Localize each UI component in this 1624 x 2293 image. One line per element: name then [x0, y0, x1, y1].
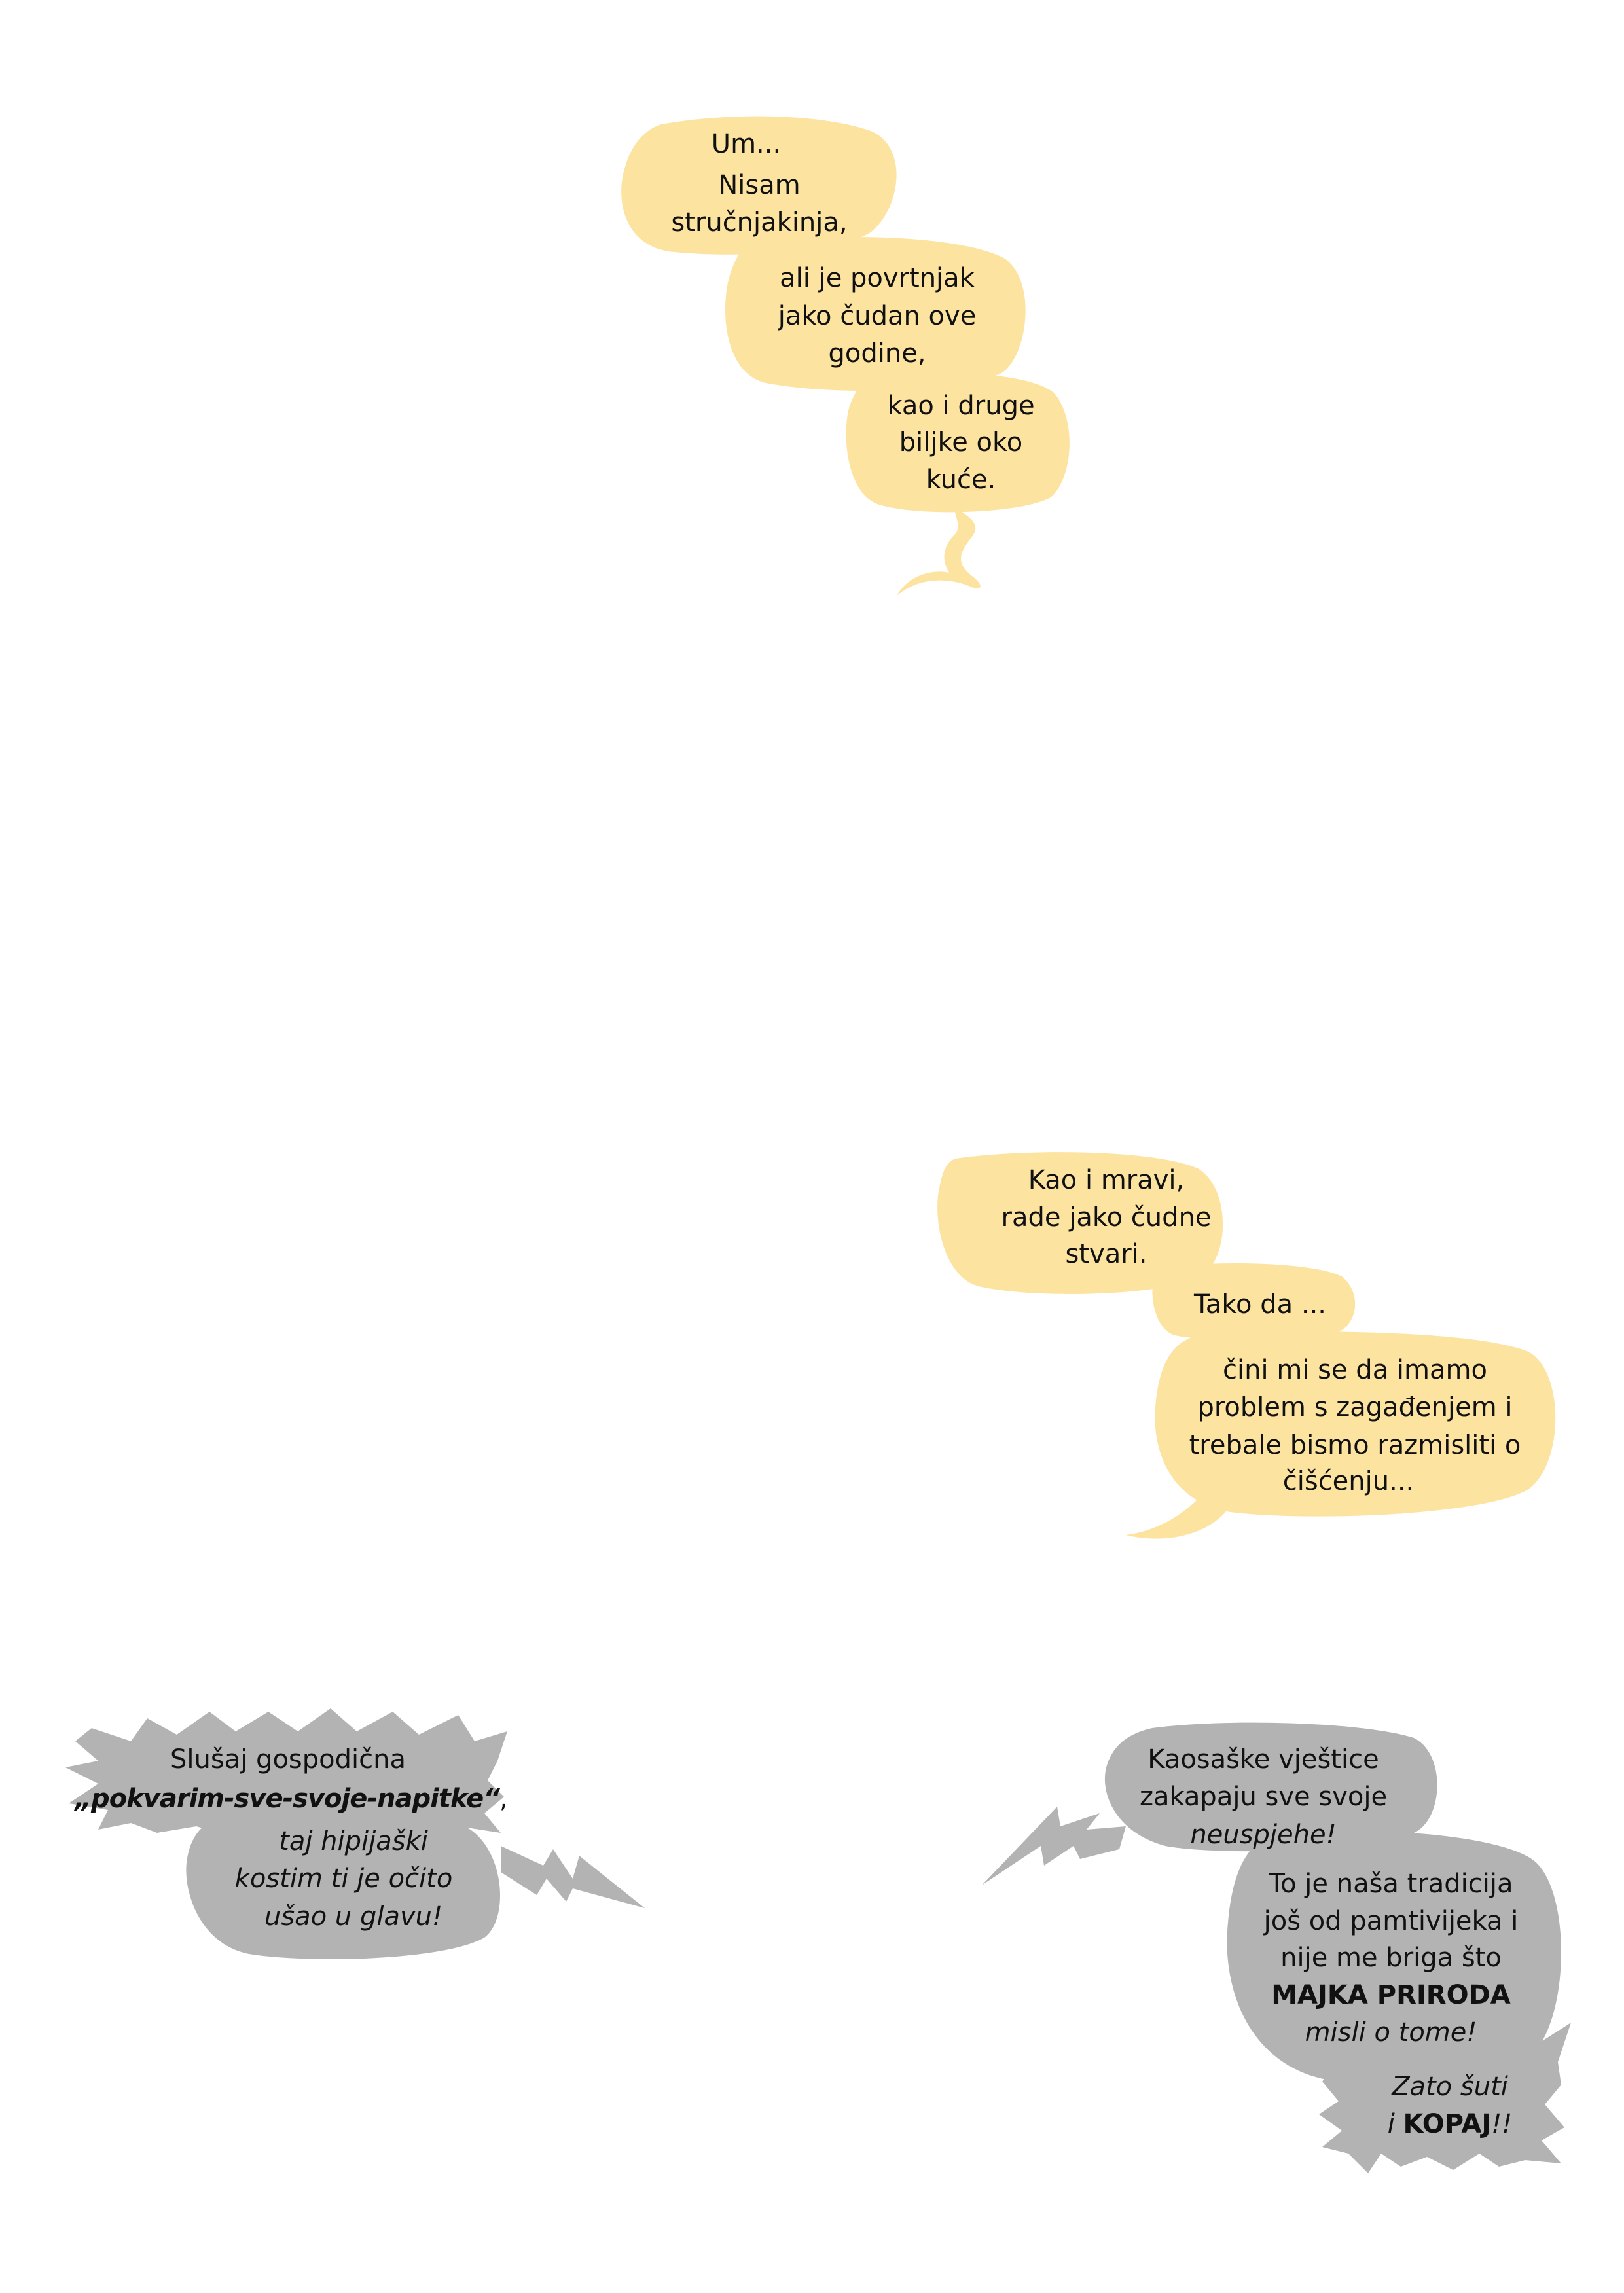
bubble-4c-line-2: i KOPAJ!! — [1388, 2106, 1513, 2142]
bubble-4a-line-1: Kaosaške vještice — [1147, 1744, 1379, 1775]
bubble-2a-shape — [937, 1152, 1223, 1294]
bubble-4b-line-5: misli o tome! — [1305, 2017, 1477, 2048]
bubble-2-tail — [1126, 1499, 1231, 1539]
bubble-2c-line-4: čišćenju... — [1282, 1466, 1415, 1496]
bubble-4b-line-2: još od pamtivijeka i — [1263, 1906, 1519, 1936]
bubble-3-line-3: taj hipijaški — [279, 1826, 428, 1856]
bubble-3-bold-phrase: „pokvarim-sve-svoje-napitke“ — [75, 1784, 500, 1814]
bubble-2b-line-1: Tako da ... — [1193, 1290, 1327, 1320]
bubble-2a-line-3: stvari. — [1065, 1239, 1147, 1269]
bubble-group-4-shapes — [982, 1722, 1571, 2173]
bubble-4b-line-3: nije me briga što — [1280, 1943, 1502, 1973]
bubble-1b-shape — [725, 237, 1026, 391]
bubble-4c-line-1: Zato šuti — [1392, 2072, 1508, 2102]
bubble-4-zigzag-tail — [982, 1807, 1126, 1885]
bubble-4c-bold-word: KOPAJ — [1403, 2109, 1492, 2139]
bubble-2a-line-1: Kao i mravi, — [1028, 1165, 1185, 1195]
bubble-1a-line-2: Nisam — [718, 170, 801, 200]
bubble-3a-spiky-shape — [65, 1708, 507, 1839]
bubble-4a-line-2: zakapaju sve svoje — [1139, 1782, 1388, 1812]
bubble-4b-shape — [1227, 1830, 1561, 2086]
bubble-4b-line-1: To je naša tradicija — [1269, 1869, 1513, 1899]
bubble-3-line-5: ušao u glavu! — [264, 1902, 443, 1932]
bubble-3-comma: , — [499, 1784, 508, 1814]
bubble-4c-spiky-shape — [1319, 2023, 1571, 2173]
bubble-2c-line-3: trebale bismo razmisliti o — [1189, 1430, 1521, 1460]
bubble-2b-shape — [1152, 1263, 1356, 1341]
bubble-group-2-shapes — [937, 1152, 1556, 1539]
bubble-1b-line-2: jako čudan ove — [778, 301, 977, 331]
bubble-4c-pre: i — [1387, 2109, 1403, 2139]
bubble-4a-shape — [1104, 1722, 1437, 1852]
bubble-1c-line-3: kuće. — [926, 465, 996, 495]
bubble-group-1-shapes — [621, 116, 1070, 596]
bubble-1c-line-1: kao i druge — [887, 391, 1035, 421]
bubble-2a-line-2: rade jako čudne — [1001, 1202, 1212, 1233]
bubble-4c-post: !! — [1491, 2109, 1513, 2139]
bubble-1c-line-2: biljke oko — [899, 427, 1023, 458]
bubble-4a-line-3: neuspjehe! — [1190, 1820, 1337, 1850]
bubble-2c-line-1: čini mi se da imamo — [1223, 1355, 1487, 1385]
bubble-3-line-2: „pokvarim-sve-svoje-napitke“, — [75, 1780, 507, 1817]
bubble-3b-shape — [186, 1810, 500, 1959]
bubble-4b-line-4-bold: MAJKA PRIRODA — [1271, 1980, 1511, 2010]
bubble-1a-line-3: stručnjakinja, — [671, 208, 848, 238]
bubble-3-line-4: kostim ti je očito — [234, 1864, 453, 1894]
bubble-1-tail — [897, 507, 981, 596]
bubble-2c-line-2: problem s zagađenjem i — [1197, 1392, 1513, 1422]
bubble-3-line-1: Slušaj gospodična — [170, 1744, 406, 1775]
bubble-1b-line-1: ali je povrtnjak — [780, 263, 975, 293]
bubble-1c-shape — [846, 372, 1070, 513]
bubble-1a-shape — [621, 116, 897, 255]
bubble-group-3-shapes — [65, 1708, 645, 1959]
bubble-1b-line-3: godine, — [828, 338, 926, 369]
bubble-3-zigzag-tail — [501, 1846, 645, 1908]
bubble-1a-line-1: Um... — [711, 129, 782, 159]
bubble-2c-shape — [1155, 1331, 1556, 1517]
